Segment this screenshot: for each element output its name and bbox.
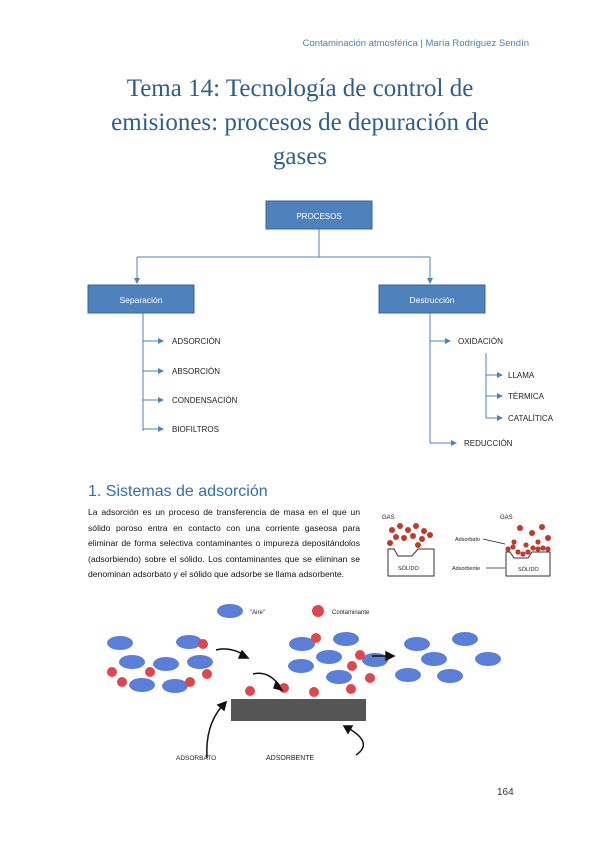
separation-node-label: Separación xyxy=(119,295,162,305)
subitem-termica: TÉRMICA xyxy=(508,392,545,401)
gas-molecules-left xyxy=(387,523,433,548)
title-line-3: gases xyxy=(272,143,328,170)
adsorption-small-figure: GAS GAS SÓLIDO SÓLIDO Adsorbato Adsorben… xyxy=(382,515,551,577)
contaminant-molecules xyxy=(107,633,375,697)
legend-contaminant-label: Contaminante xyxy=(332,610,370,616)
section-paragraph: La adsorción es un proceso de transferen… xyxy=(88,507,360,579)
item-condensacion: CONDENSACIÓN xyxy=(172,396,238,405)
subitem-llama: LLAMA xyxy=(508,371,535,380)
legend-air-swatch xyxy=(217,604,243,618)
gas-label-1: GAS xyxy=(382,515,395,521)
root-node-label: PROCESOS xyxy=(296,212,341,221)
solid-label-2: SÓLIDO xyxy=(518,566,540,573)
adsorption-process-figure: "Aire" Contaminante ADSORBATO ADSORBENTE xyxy=(107,604,501,762)
gas-molecules-right xyxy=(505,524,551,557)
adsorbent-solid xyxy=(231,699,366,721)
solid-label-1: SÓLIDO xyxy=(398,565,420,572)
page-number: 164 xyxy=(497,787,514,798)
root-node: PROCESOS xyxy=(265,200,373,230)
legend-air-label: "Aire" xyxy=(250,610,265,616)
item-absorcion: ABSORCIÓN xyxy=(172,367,220,376)
title-line-1: Tema 14: Tecnología de control de xyxy=(126,75,474,102)
item-reduccion: REDUCCIÓN xyxy=(464,439,513,448)
gas-label-2: GAS xyxy=(500,515,513,521)
section-heading: 1. Sistemas de adsorción xyxy=(88,483,268,500)
separation-node: Separación xyxy=(87,284,195,314)
destruction-node-label: Destrucción xyxy=(410,295,455,305)
air-molecules xyxy=(107,632,501,693)
adsorbente-caption: ADSORBENTE xyxy=(266,755,315,762)
item-adsorcion: ADSORCIÓN xyxy=(172,337,221,346)
item-biofiltros: BIOFILTROS xyxy=(172,425,219,434)
adsorbente-label: Adsorbente xyxy=(452,566,480,572)
adsorbato-label: Adsorbato xyxy=(455,537,480,543)
legend-contaminant-swatch xyxy=(312,605,324,617)
subitem-catalitica: CATALÍTICA xyxy=(508,414,554,423)
page-title: Tema 14: Tecnología de control de emisio… xyxy=(50,72,550,174)
adsorbato-caption: ADSORBATO xyxy=(176,755,216,762)
item-oxidacion: OXIDACIÓN xyxy=(458,337,503,346)
destruction-node: Destrucción xyxy=(378,284,486,314)
process-tree-diagram: PROCESOS Separación Destrucción ADSORCIÓ… xyxy=(87,200,554,448)
running-header: Contaminación atmosférica | María Rodríg… xyxy=(302,38,529,49)
title-line-2: emisiones: procesos de depuración de xyxy=(111,109,489,136)
